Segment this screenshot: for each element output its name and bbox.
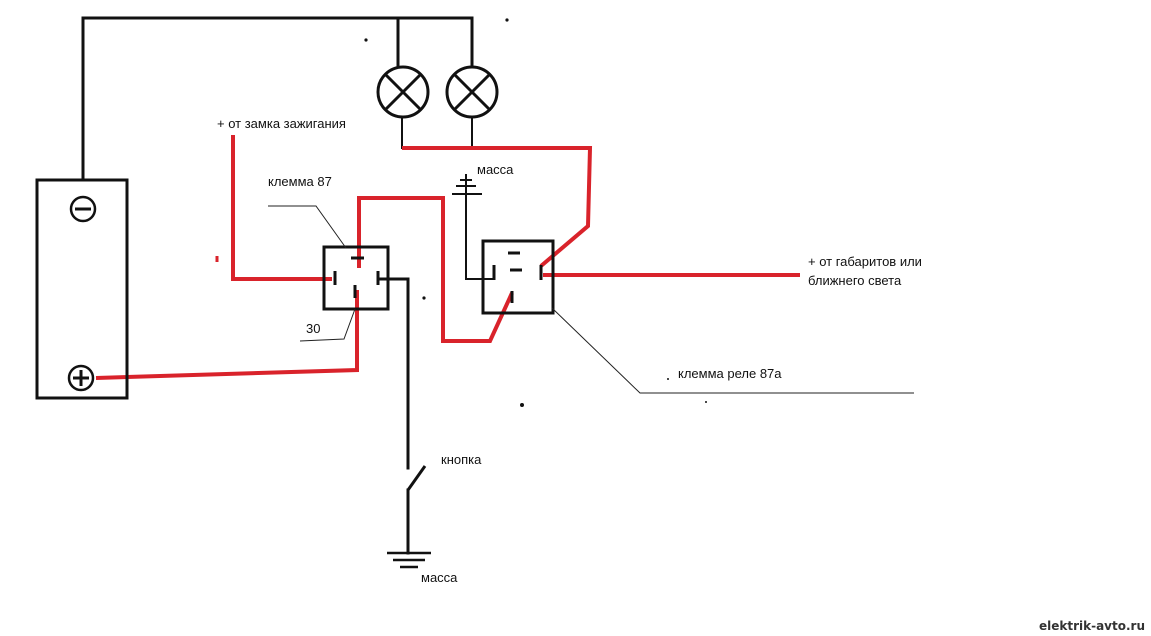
watermark: elektrik-avto.ru (1039, 619, 1145, 633)
label-relay-87a: клемма реле 87а (678, 366, 782, 381)
label-ground-top: масса (477, 162, 514, 177)
leader-lines (268, 205, 914, 394)
label-side-lights-line1: + от габаритов или (808, 254, 922, 269)
ground-bottom-icon (387, 551, 431, 569)
wire-lamps-to-relay2 (402, 146, 593, 268)
lamp-1-icon (376, 65, 430, 119)
leader-relay-87a (551, 307, 914, 394)
push-button-icon (406, 465, 427, 491)
lamp-2-icon (445, 65, 499, 119)
wire-relay1-to-button (376, 277, 410, 470)
label-ignition-plus: + от замка зажигания (217, 116, 346, 131)
ground-top-icon (452, 174, 482, 196)
wire-battery-plus-to-30 (95, 290, 359, 380)
battery (35, 178, 129, 400)
label-terminal-87: клемма 87 (268, 174, 332, 189)
label-side-lights-line2: ближнего света (808, 273, 902, 288)
label-ground-bottom: масса (421, 570, 458, 585)
label-terminal-30: 30 (306, 321, 320, 336)
wire-battery-minus-to-bus (81, 16, 474, 182)
leader-terminal-87 (268, 205, 347, 249)
wire-87-to-relay2 (357, 196, 514, 343)
black-wires (81, 16, 495, 555)
battery-plus-terminal-icon (67, 364, 95, 392)
relay-2 (481, 239, 555, 315)
stray-dots (364, 18, 707, 407)
relay-1 (322, 245, 390, 311)
wire-ignition-plus (231, 135, 332, 281)
label-button: кнопка (441, 452, 482, 467)
red-wires (95, 135, 800, 380)
battery-minus-terminal-icon (69, 195, 97, 223)
leader-terminal-30 (299, 308, 356, 342)
wire-relay2-ground (465, 195, 495, 280)
